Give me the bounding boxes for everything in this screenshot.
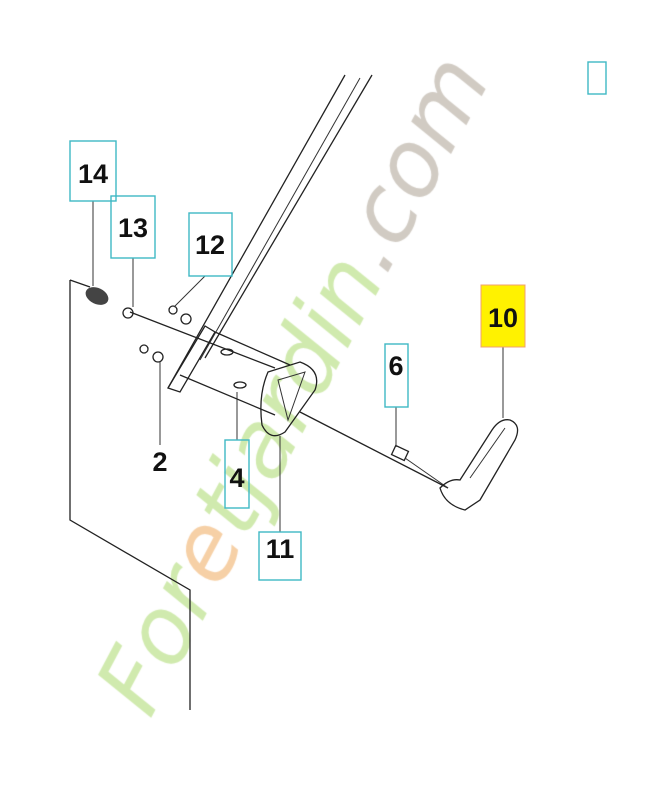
cropped-callout-box (587, 61, 607, 95)
callout-label[interactable]: 13 (118, 213, 148, 243)
leader-lines (92, 201, 504, 532)
callout-label[interactable]: 11 (266, 534, 295, 564)
callout-4[interactable]: 4 (224, 439, 250, 509)
callout-box (384, 343, 409, 408)
callout-label[interactable]: 12 (195, 230, 225, 260)
callout-box (188, 212, 233, 277)
callout-box (258, 531, 302, 581)
callout-label[interactable]: 4 (229, 463, 244, 493)
clamp-part (260, 361, 318, 437)
callout-box (110, 195, 156, 259)
callout-label[interactable]: 14 (78, 159, 108, 189)
callout-12[interactable]: 12 (188, 212, 233, 277)
lever-part (439, 419, 519, 511)
callout-2[interactable]: 2 (152, 447, 167, 477)
mounting-panel (69, 279, 191, 710)
callout-box (69, 140, 117, 202)
callout-highlight-box (480, 284, 526, 348)
callout-label[interactable]: 10 (488, 303, 518, 333)
handle-tube (129, 311, 449, 489)
callout-14[interactable]: 14 (69, 140, 117, 202)
callout-label[interactable]: 2 (152, 447, 167, 477)
callout-11[interactable]: 11 (258, 531, 302, 581)
callout-10-highlighted[interactable]: 10 (480, 284, 526, 348)
callout-label[interactable]: 6 (388, 351, 403, 381)
callout-13[interactable]: 13 (110, 195, 156, 259)
callout-box (224, 439, 250, 509)
callout-6[interactable]: 6 (384, 343, 409, 408)
shaft (167, 74, 373, 393)
small-parts (85, 287, 449, 489)
